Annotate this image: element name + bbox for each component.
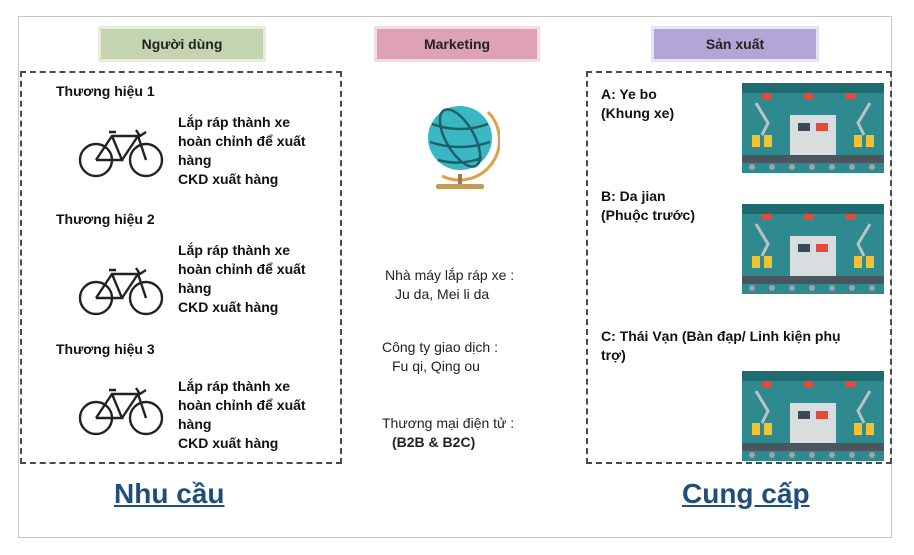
supplier-part: (Phuộc trước) (601, 207, 695, 223)
supply-label: Cung cấp (682, 478, 810, 509)
desc-line: hoàn chỉnh để xuất (178, 397, 306, 413)
factory-icon (742, 204, 884, 294)
bicycle-icon (78, 387, 164, 436)
brand-1-name: Thương hiệu 1 (56, 83, 155, 99)
desc-line: CKD xuất hàng (178, 299, 279, 315)
desc-line: hàng (178, 280, 212, 296)
brand-3-desc: Lắp ráp thành xe hoàn chỉnh để xuất hàng… (178, 377, 338, 453)
supplier-part: (Khung xe) (601, 105, 675, 121)
marketing-value: Ju da, Mei li da (395, 286, 490, 302)
marketing-value: Fu qi, Qing ou (392, 358, 480, 374)
header-marketing: Marketing (377, 29, 537, 59)
bicycle-icon (78, 267, 164, 316)
desc-line: CKD xuất hàng (178, 435, 279, 451)
bicycle-icon (78, 129, 164, 178)
supplier-b: B: Da jian (Phuộc trước) (601, 187, 695, 225)
marketing-entry-3: Thương mại điện tử : (B2B & B2C) (382, 414, 514, 452)
desc-line: hàng (178, 416, 212, 432)
supplier-c: C: Thái Vạn (Bàn đạp/ Linh kiện phụ trợ) (601, 327, 841, 365)
users-box (20, 71, 342, 464)
header-production: Sản xuất (654, 29, 816, 59)
factory-icon (742, 83, 884, 173)
desc-line: Lắp ráp thành xe (178, 378, 291, 394)
desc-line: hoàn chỉnh để xuất (178, 261, 306, 277)
marketing-entry-2: Công ty giao dịch : Fu qi, Qing ou (382, 338, 498, 376)
marketing-label: Thương mại điện tử : (382, 415, 515, 431)
supplier-name: A: Ye bo (601, 86, 657, 102)
demand-label: Nhu cầu (114, 478, 225, 509)
desc-line: hàng (178, 152, 212, 168)
marketing-entry-1: Nhà máy lắp ráp xe : Ju da, Mei li da (385, 266, 514, 304)
desc-line: Lắp ráp thành xe (178, 114, 291, 130)
brand-3-name: Thương hiệu 3 (56, 341, 155, 357)
desc-line: Lắp ráp thành xe (178, 242, 291, 258)
marketing-label: Công ty giao dịch : (382, 339, 498, 355)
desc-line: CKD xuất hàng (178, 171, 279, 187)
supplier-name: C: Thái Vạn (Bàn đạp/ Linh kiện phụ (601, 328, 841, 344)
supplier-name: B: Da jian (601, 188, 666, 204)
production-box (586, 71, 892, 464)
supplier-part: trợ) (601, 347, 626, 363)
marketing-label: Nhà máy lắp ráp xe : (385, 267, 515, 283)
brand-1-desc: Lắp ráp thành xe hoàn chỉnh để xuất hàng… (178, 113, 338, 189)
marketing-value: (B2B & B2C) (392, 434, 476, 450)
brand-2-name: Thương hiệu 2 (56, 211, 155, 227)
header-users: Người dùng (101, 29, 263, 59)
globe-icon (428, 106, 500, 189)
brand-2-desc: Lắp ráp thành xe hoàn chỉnh để xuất hàng… (178, 241, 338, 317)
desc-line: hoàn chỉnh để xuất (178, 133, 306, 149)
factory-icon (742, 371, 884, 461)
supplier-a: A: Ye bo (Khung xe) (601, 85, 674, 123)
